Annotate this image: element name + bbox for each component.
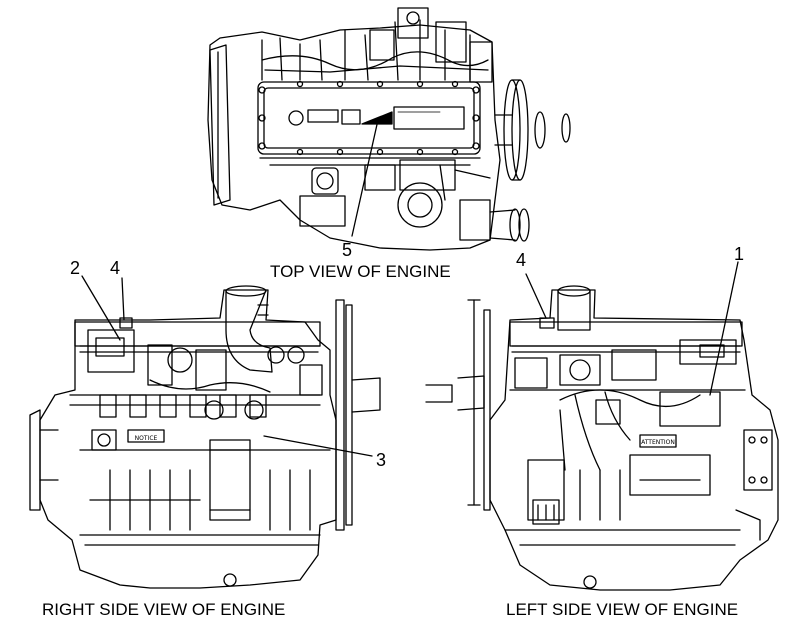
right-side-view-drawing — [29, 275, 381, 589]
left-side-view-caption: LEFT SIDE VIEW OF ENGINE — [506, 600, 739, 619]
callout-2: 2 — [70, 258, 81, 278]
right-side-view-caption: RIGHT SIDE VIEW OF ENGINE — [42, 600, 286, 619]
valve-cover-bolts — [258, 80, 480, 156]
callout-1: 1 — [734, 244, 745, 264]
callout-4-left-view: 4 — [516, 250, 527, 270]
left-side-view-drawing — [425, 261, 779, 591]
callout-3: 3 — [376, 450, 387, 470]
top-view-caption: TOP VIEW OF ENGINE — [270, 262, 451, 281]
attention-plate-label: ATTENTION — [641, 439, 675, 446]
callout-4-right-view: 4 — [110, 258, 121, 278]
top-view-drawing — [207, 7, 571, 251]
notice-plate-label: NOTICE — [135, 435, 158, 442]
callout-5: 5 — [342, 240, 353, 260]
